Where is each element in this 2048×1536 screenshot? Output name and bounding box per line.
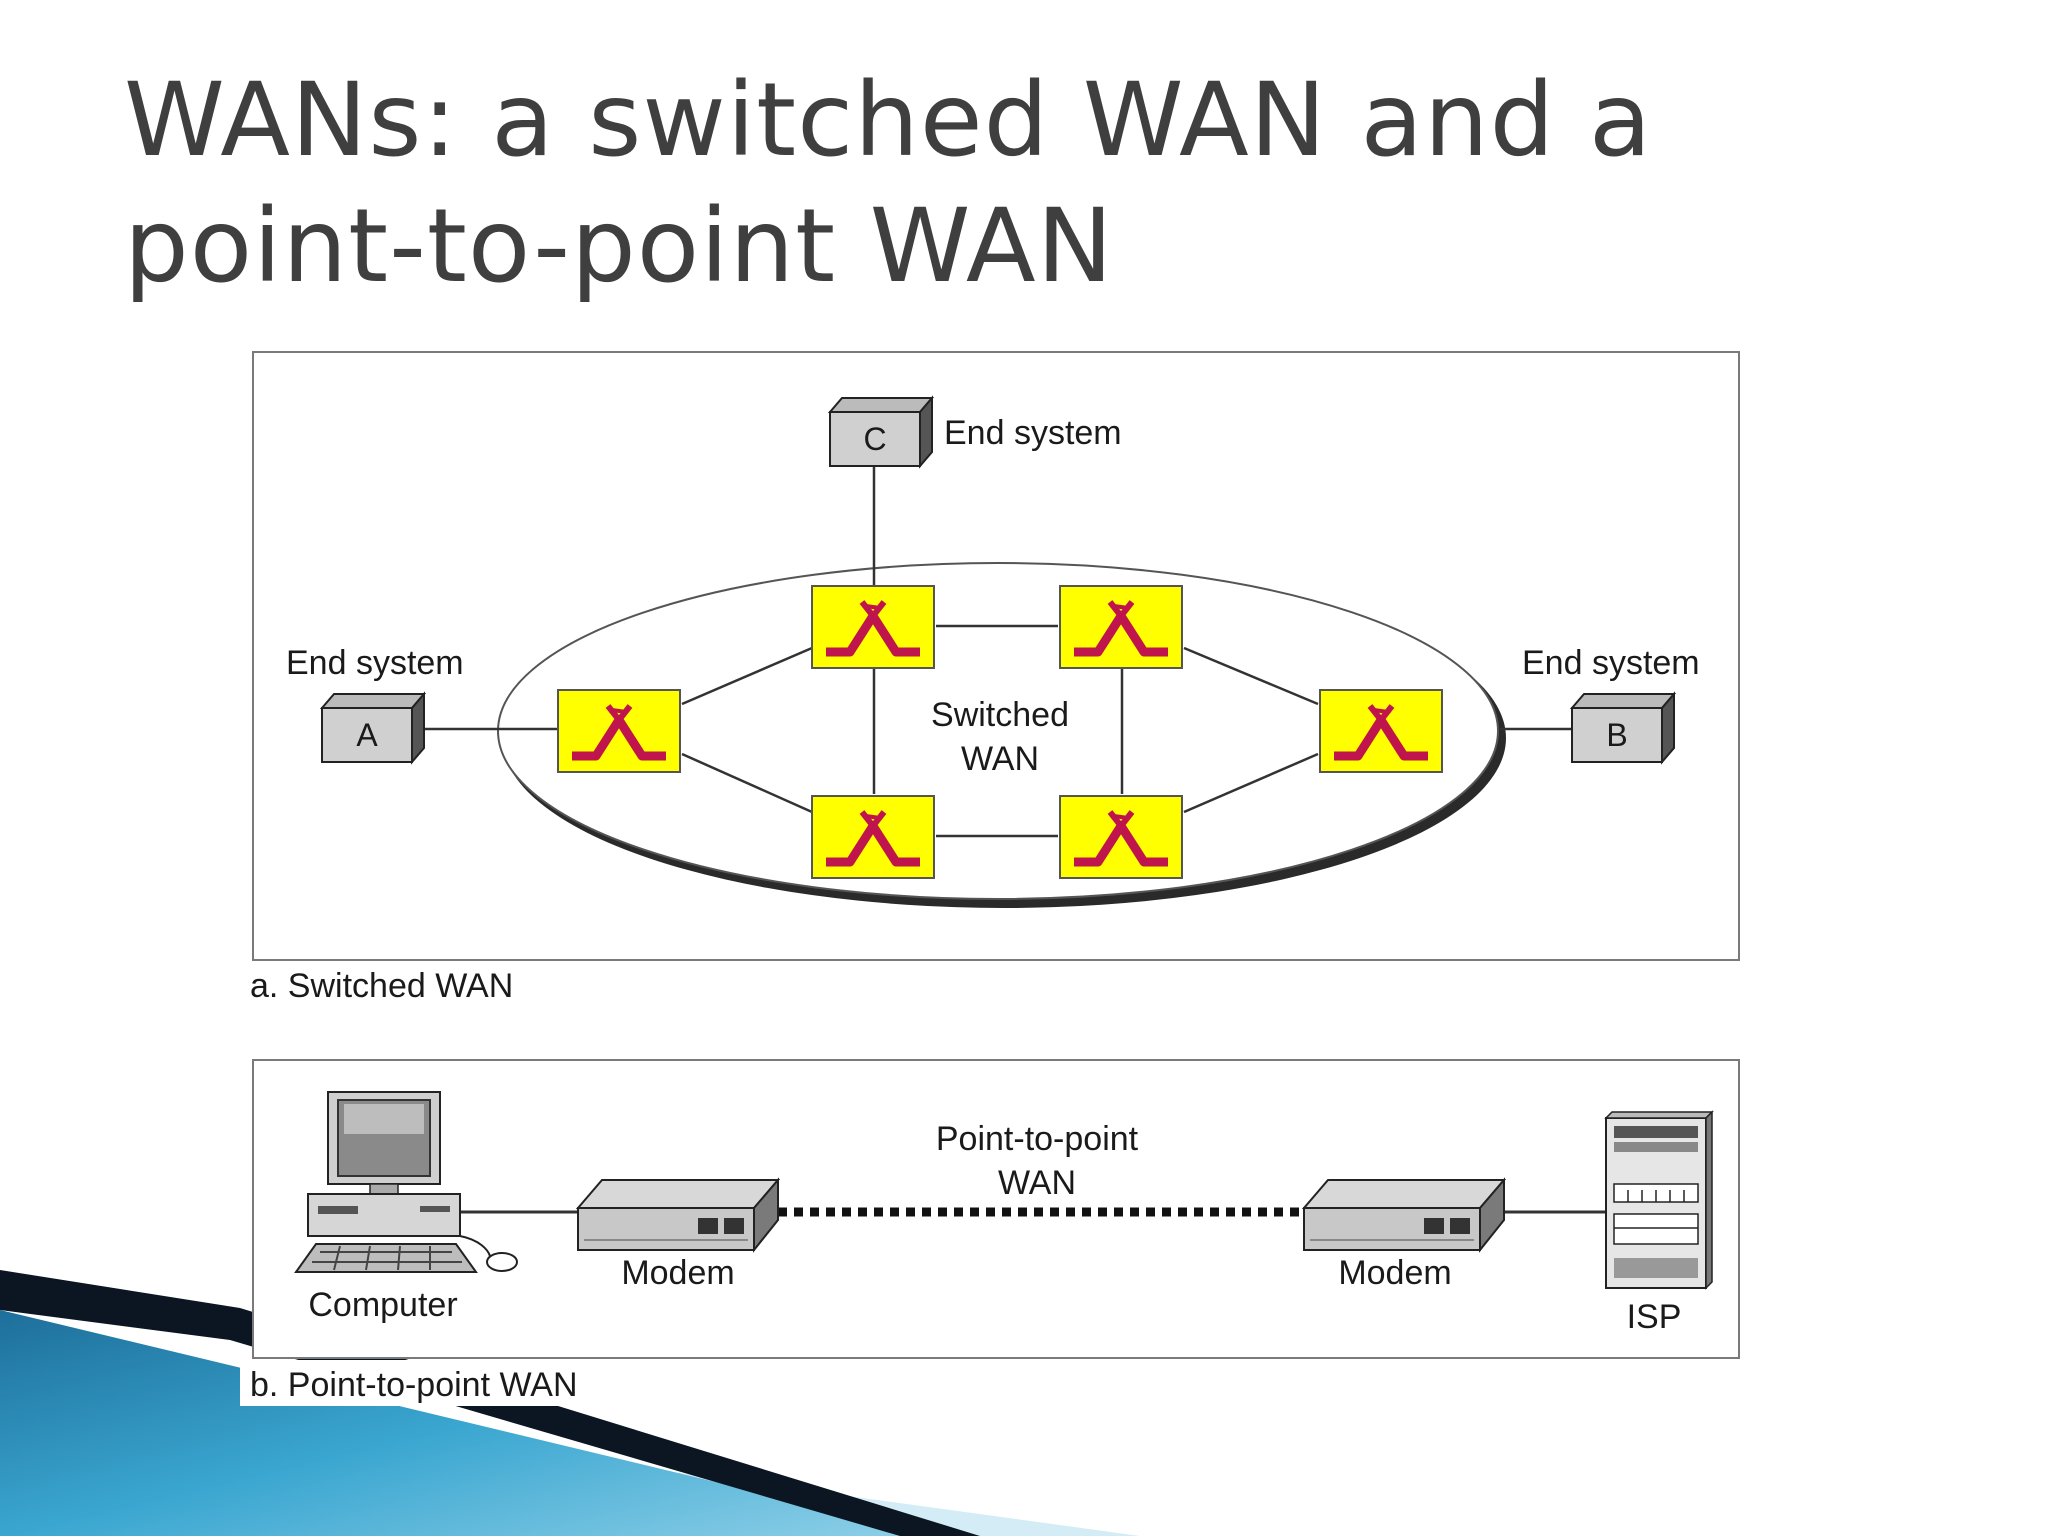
isp-server-icon bbox=[1604, 1110, 1714, 1290]
end-system-a-id: A bbox=[356, 717, 378, 753]
switched-wan-label-line-2: WAN bbox=[961, 740, 1039, 778]
switched-wan-caption: a. Switched WAN bbox=[250, 967, 513, 1005]
point-to-point-panel bbox=[252, 1059, 1740, 1359]
modem-left-icon bbox=[577, 1179, 779, 1251]
end-system-b: B bbox=[1569, 691, 1677, 765]
end-system-a: A bbox=[319, 691, 427, 765]
end-system-b-id: B bbox=[1606, 717, 1627, 753]
end-system-b-label: End system bbox=[1522, 644, 1700, 682]
wan-switch-2-icon bbox=[812, 586, 934, 668]
wan-switch-6-icon bbox=[1320, 690, 1442, 772]
point-to-point-caption: b. Point-to-point WAN bbox=[250, 1366, 578, 1404]
switched-wan-links bbox=[424, 418, 1578, 838]
modem-right-label: Modem bbox=[1338, 1254, 1451, 1292]
wan-switch-5-icon bbox=[1060, 796, 1182, 878]
modem-left-label: Modem bbox=[621, 1254, 734, 1292]
title-line-2: point-to-point WAN bbox=[124, 187, 1114, 306]
slide-title: WANs: a switched WAN and a point-to-poin… bbox=[124, 58, 1824, 310]
switched-wan-cloud bbox=[497, 562, 1499, 900]
end-system-c: C bbox=[827, 395, 935, 469]
title-line-1: WANs: a switched WAN and a bbox=[124, 61, 1653, 180]
wan-switch-4-icon bbox=[812, 796, 934, 878]
switched-wan-label-line-1: Switched bbox=[931, 696, 1069, 734]
wan-switch-1-icon bbox=[558, 690, 680, 772]
end-system-c-id: C bbox=[863, 421, 886, 457]
point-to-point-label-line-1: Point-to-point bbox=[936, 1120, 1139, 1158]
isp-label: ISP bbox=[1627, 1298, 1682, 1336]
modem-right-icon bbox=[1303, 1179, 1505, 1251]
point-to-point-label-line-2: WAN bbox=[998, 1164, 1076, 1202]
computer-icon bbox=[294, 1091, 518, 1273]
swoosh-blue-band bbox=[0, 1310, 940, 1536]
end-system-a-label: End system bbox=[286, 644, 464, 682]
end-system-c-label: End system bbox=[944, 414, 1122, 452]
wan-switch-3-icon bbox=[1060, 586, 1182, 668]
computer-label: Computer bbox=[308, 1286, 457, 1324]
caption-b-backing bbox=[240, 1360, 610, 1406]
